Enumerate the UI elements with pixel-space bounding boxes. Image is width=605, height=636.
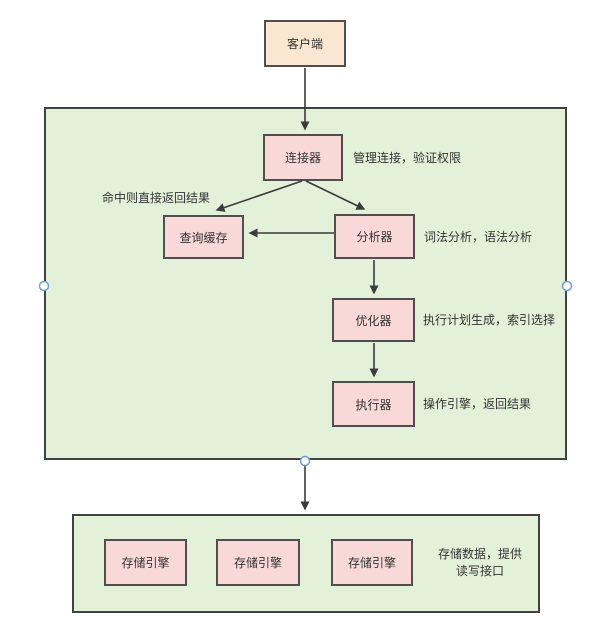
node-storage-engine-1-label: 存储引擎 <box>121 556 170 570</box>
storage-note-line1: 存储数据，提供 <box>437 547 522 561</box>
connection-handle-bottom[interactable] <box>299 455 311 467</box>
edge-connector-to-analyzer[interactable] <box>305 180 366 210</box>
node-optimizer-label: 优化器 <box>355 313 392 328</box>
node-analyzer-label: 分析器 <box>356 230 393 244</box>
node-analyzer[interactable]: 分析器 <box>334 214 415 259</box>
node-optimizer[interactable]: 优化器 <box>332 298 415 342</box>
connection-handle-left[interactable] <box>38 280 50 292</box>
optimizer-note[interactable]: 执行计划生成，索引选择 <box>423 313 556 327</box>
node-executor-label: 执行器 <box>355 397 392 412</box>
cache-hit-note[interactable]: 命中则直接返回结果 <box>102 191 211 205</box>
node-storage-engine-3[interactable]: 存储引擎 <box>331 539 413 586</box>
node-connector[interactable]: 连接器 <box>263 134 343 181</box>
storage-note[interactable]: 存储数据，提供 读写接口 <box>424 546 536 580</box>
node-query-cache-label: 查询缓存 <box>179 230 228 245</box>
node-storage-engine-2[interactable]: 存储引擎 <box>216 539 300 586</box>
node-storage-engine-1[interactable]: 存储引擎 <box>104 539 187 586</box>
edge-connector-to-query-cache[interactable] <box>215 180 303 212</box>
node-storage-engine-3-label: 存储引擎 <box>347 556 396 570</box>
analyzer-note[interactable]: 词法分析，语法分析 <box>424 230 533 244</box>
connection-handle-right[interactable] <box>561 280 573 292</box>
node-storage-engine-2-label: 存储引擎 <box>233 556 282 570</box>
connector-note[interactable]: 管理连接，验证权限 <box>353 151 462 165</box>
node-client-label: 客户端 <box>286 37 323 51</box>
storage-note-line2: 读写接口 <box>455 564 504 578</box>
executor-note[interactable]: 操作引擎，返回结果 <box>423 397 532 411</box>
node-client[interactable]: 客户端 <box>264 20 346 67</box>
node-connector-label: 连接器 <box>284 151 321 165</box>
node-query-cache[interactable]: 查询缓存 <box>163 215 244 259</box>
node-executor[interactable]: 执行器 <box>332 381 415 427</box>
